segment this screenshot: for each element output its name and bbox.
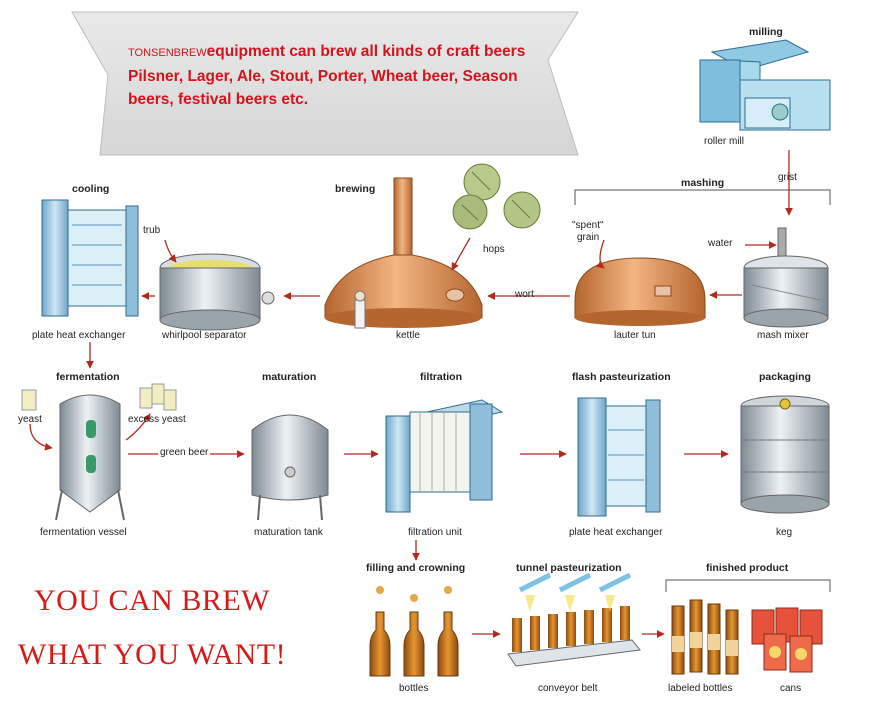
arrow-trub xyxy=(164,239,177,263)
labeled-bottles-illustration xyxy=(671,599,739,675)
lauter-tun-illustration xyxy=(574,257,706,326)
caption-cans: cans xyxy=(780,683,802,694)
label-trub: trub xyxy=(143,225,161,236)
stage-flash-pasteurization: flash pasteurization xyxy=(572,371,671,383)
caption-kettle: kettle xyxy=(396,330,420,341)
kettle-illustration xyxy=(324,177,483,329)
roller-mill-illustration xyxy=(699,39,831,131)
caption-plate-heat-exchanger-cooling: plate heat exchanger xyxy=(32,330,126,341)
bottles-illustration xyxy=(369,586,459,677)
stage-packaging: packaging xyxy=(759,371,811,383)
label-excess-yeast: excess yeast xyxy=(128,414,186,425)
stage-finished-product: finished product xyxy=(706,562,789,574)
keg-illustration xyxy=(740,395,830,514)
stage-mashing: mashing xyxy=(681,177,725,189)
mashing-bracket xyxy=(574,189,831,205)
process-arrows xyxy=(29,150,793,638)
label-hops: hops xyxy=(483,244,505,255)
caption-fermentation-vessel: fermentation vessel xyxy=(40,527,127,538)
maturation-tank-illustration xyxy=(251,414,329,521)
label-green-beer: green beer xyxy=(158,447,211,458)
brand-name: TONSENBREW xyxy=(128,47,207,59)
finished-product-bracket xyxy=(665,579,831,592)
label-water: water xyxy=(708,238,733,249)
banner-line-2: Pilsner, Lager, Ale, Stout, Porter, Whea… xyxy=(128,68,518,85)
banner-line-3: beers, festival beers etc. xyxy=(128,91,309,108)
label-spent: "spent" xyxy=(572,220,604,231)
caption-labeled-bottles: labeled bottles xyxy=(668,683,733,694)
hops-illustration xyxy=(452,163,541,230)
caption-filtration-unit: filtration unit xyxy=(408,527,462,538)
arrow-excess-yeast xyxy=(125,413,151,441)
cans-illustration xyxy=(751,607,823,673)
caption-roller-mill: roller mill xyxy=(704,136,744,147)
caption-conveyor-belt: conveyor belt xyxy=(538,683,598,694)
label-wort: wort xyxy=(515,289,534,300)
caption-lauter-tun: lauter tun xyxy=(614,330,656,341)
label-grist: grist xyxy=(778,172,797,183)
label-yeast: yeast xyxy=(18,414,42,425)
banner-ribbon xyxy=(71,11,579,156)
filtration-unit-illustration xyxy=(385,399,504,513)
label-grain: grain xyxy=(577,232,600,243)
banner-line-1: equipment can brew all kinds of craft be… xyxy=(206,43,526,60)
caption-plate-heat-exchanger-flash: plate heat exchanger xyxy=(569,527,663,538)
stage-filling-crowning: filling and crowning xyxy=(366,562,466,574)
caption-keg: keg xyxy=(776,527,793,538)
arrow-yeast xyxy=(29,423,53,451)
stage-cooling: cooling xyxy=(72,183,110,195)
stage-tunnel-pasteurization: tunnel pasteurization xyxy=(516,562,622,574)
whirlpool-separator-illustration xyxy=(159,253,275,331)
slogan-line-1: YOU CAN BREW xyxy=(34,584,270,617)
plate-heat-exchanger-flash-illustration xyxy=(577,397,661,517)
fermentation-vessel-illustration xyxy=(21,383,177,521)
caption-maturation-tank: maturation tank xyxy=(254,527,323,538)
caption-mash-mixer: mash mixer xyxy=(757,330,809,341)
stage-milling: milling xyxy=(749,26,783,38)
conveyor-belt-illustration xyxy=(507,572,641,667)
stage-brewing: brewing xyxy=(335,183,376,195)
slogan-line-2: WHAT YOU WANT! xyxy=(18,638,287,671)
arrow-hops xyxy=(451,237,471,271)
arrow-spent-grain xyxy=(596,239,605,269)
plate-heat-exchanger-cooling-illustration xyxy=(41,199,139,317)
caption-bottles: bottles xyxy=(399,683,429,694)
banner-text: TONSENBREWequipment can brew all kinds o… xyxy=(128,40,548,111)
stage-filtration: filtration xyxy=(420,371,462,383)
mash-mixer-illustration xyxy=(743,227,829,328)
stage-fermentation: fermentation xyxy=(56,371,120,383)
stage-maturation: maturation xyxy=(262,371,317,383)
caption-whirlpool-separator: whirlpool separator xyxy=(162,330,247,341)
